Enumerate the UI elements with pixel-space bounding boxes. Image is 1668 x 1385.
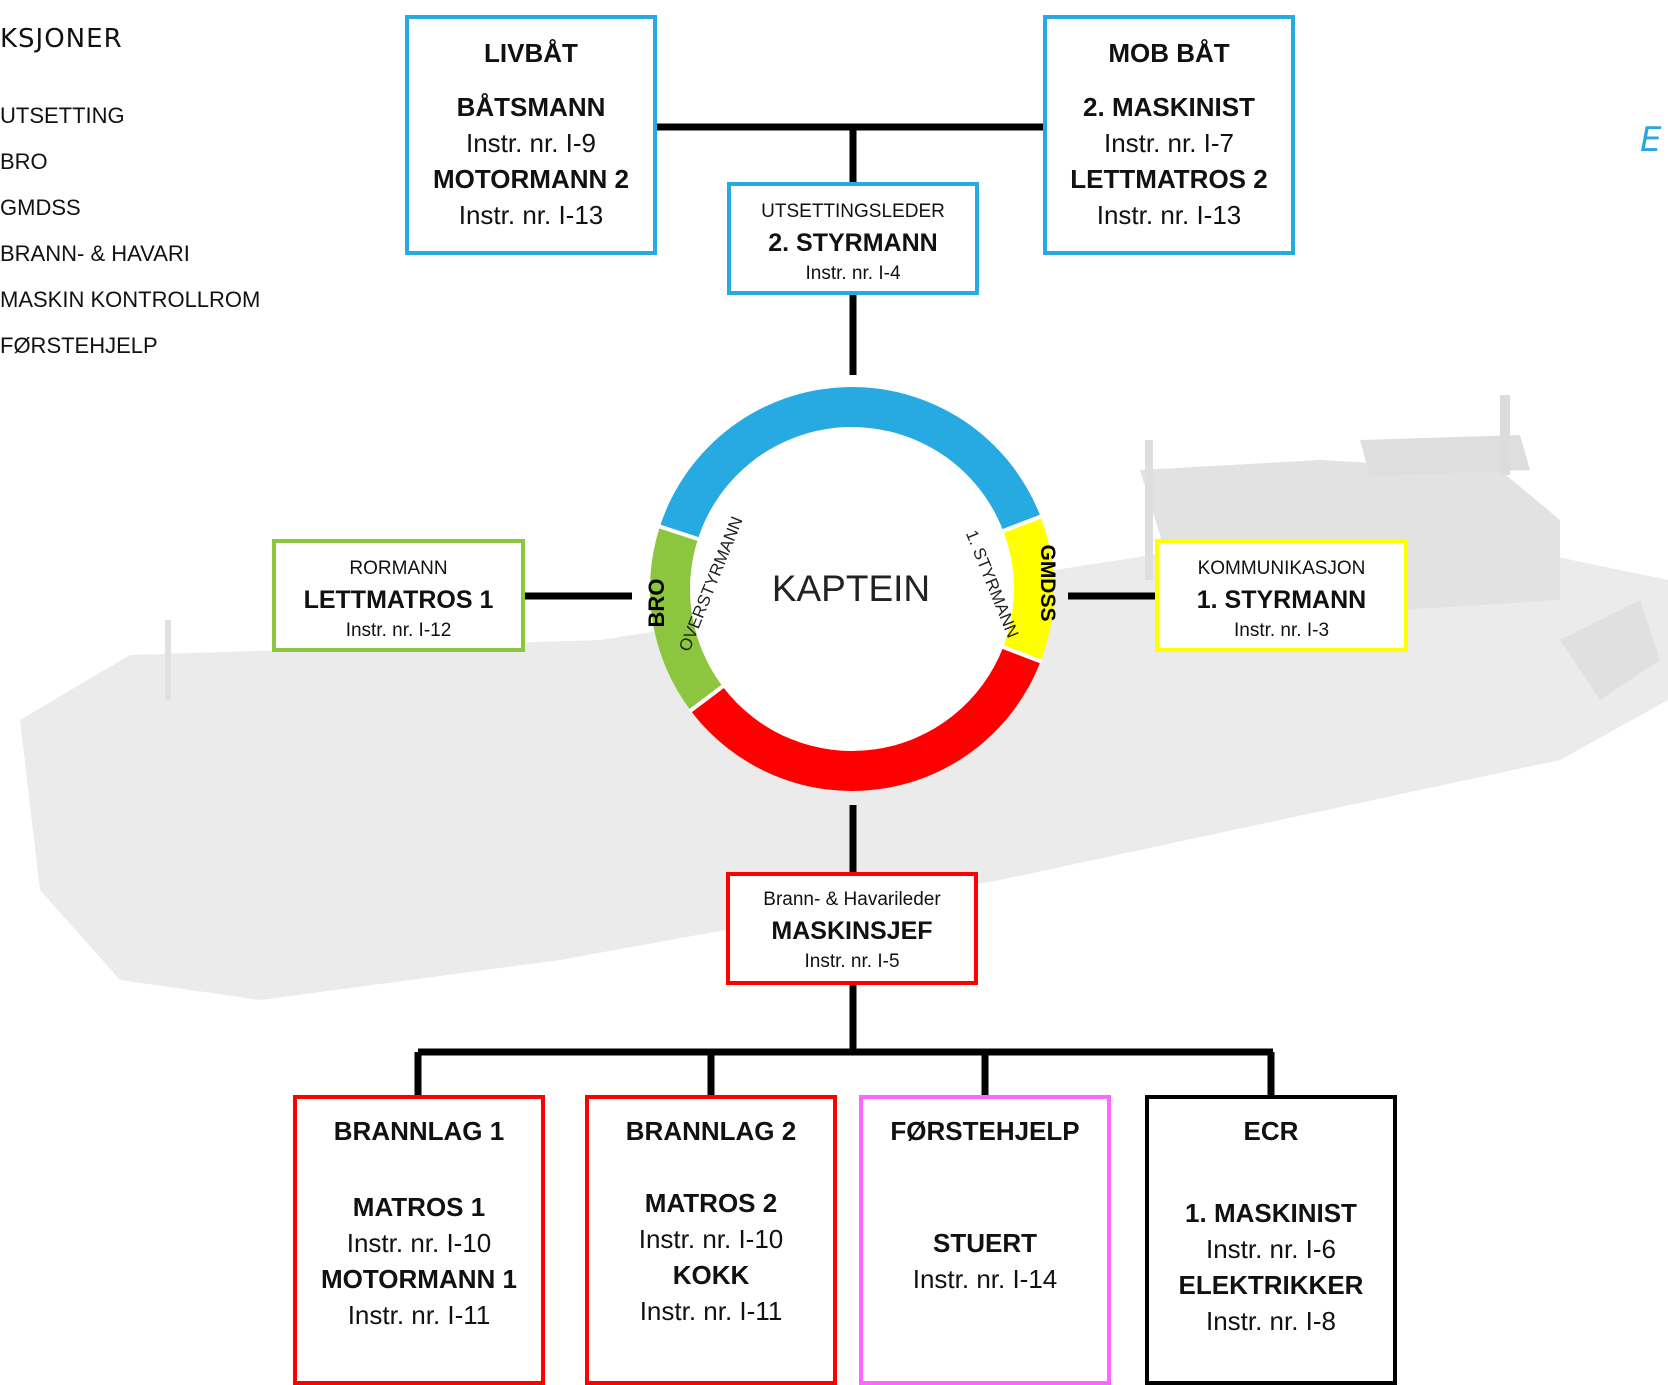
livbat-role-2: MOTORMANN 2	[433, 164, 629, 194]
mobbat-instr-1: Instr. nr. I-7	[1103, 128, 1235, 158]
utsetting-caption: UTSETTINGSLEDER	[761, 201, 945, 222]
connector-lines	[414, 123, 1275, 1097]
box-brannlag-2: BRANNLAG 2 MATROS 2 Instr. nr. I-10 KOKK…	[585, 1095, 837, 1385]
sidebar-list: UTSETTING BRO GMDSS BRANN- & HAVARI MASK…	[0, 100, 260, 376]
ring-segment-brann	[690, 647, 1041, 792]
livbat-instr-1: Instr. nr. I-9	[465, 128, 597, 158]
maskinsjef-caption: Brann- & Havarileder	[763, 889, 941, 910]
sidebar-item-brann-havari: BRANN- & HAVARI	[0, 241, 190, 266]
brannlag2-role-2: KOKK	[672, 1260, 750, 1290]
sidebar-item-forstehjelp: FØRSTEHJELP	[0, 333, 158, 358]
ring-dividers	[658, 514, 1043, 713]
brannlag2-title: BRANNLAG 2	[625, 1116, 797, 1146]
ecr-role-2: ELEKTRIKKER	[1178, 1270, 1364, 1300]
mobbat-role-2: LETTMATROS 2	[1070, 164, 1268, 194]
brannlag2-instr-2: Instr. nr. I-11	[639, 1296, 783, 1326]
brannlag1-title: BRANNLAG 1	[333, 1116, 505, 1146]
ring-center-label: KAPTEIN	[772, 568, 930, 609]
ring-segment-evakuering	[659, 387, 1041, 539]
ring-divider	[688, 684, 725, 713]
ecr-role-1: 1. MASKINIST	[1185, 1198, 1357, 1228]
box-brannlag-1: BRANNLAG 1 MATROS 1 Instr. nr. I-10 MOTO…	[293, 1095, 545, 1385]
ecr-title: ECR	[1243, 1116, 1299, 1146]
box-ecr: ECR 1. MASKINIST Instr. nr. I-6 ELEKTRIK…	[1145, 1095, 1397, 1385]
utsetting-role: 2. STYRMANN	[768, 229, 938, 257]
ring-divider	[1001, 514, 1043, 534]
ring-group: EVAKUERING BRANN & HAVARI BRO GMDSS KAPT…	[644, 387, 1059, 792]
kommunikasjon-instr: Instr. nr. I-3	[1233, 620, 1330, 641]
sidebar-title: KSJONER	[0, 24, 123, 54]
brannlag1-role-2: MOTORMANN 1	[321, 1264, 517, 1294]
ring-divider	[658, 524, 700, 542]
rormann-instr: Instr. nr. I-12	[345, 620, 452, 641]
maskinsjef-instr: Instr. nr. I-5	[804, 951, 900, 972]
box-rormann: RORMANN LETTMATROS 1 Instr. nr. I-12	[272, 539, 525, 652]
brannlag1-role-1: MATROS 1	[352, 1192, 486, 1222]
kommunikasjon-role: 1. STYRMANN	[1196, 586, 1367, 614]
brannlag1-instr-2: Instr. nr. I-11	[347, 1300, 491, 1330]
sidebar-item-utsetting: UTSETTING	[0, 103, 125, 128]
maskinsjef-role: MASKINSJEF	[771, 917, 933, 945]
ring-divider	[1001, 644, 1043, 664]
ring-segment-bro	[649, 526, 723, 711]
kommunikasjon-caption: KOMMUNIKASJON	[1197, 558, 1366, 579]
brannlag2-role-1: MATROS 2	[644, 1188, 778, 1218]
livbat-role-1: BÅTSMANN	[456, 92, 606, 122]
forstehjelp-role-1: STUERT	[933, 1228, 1037, 1258]
utsetting-instr: Instr. nr. I-4	[805, 263, 901, 284]
mobbat-title: MOB BÅT	[1108, 38, 1230, 68]
livbat-title: LIVBÅT	[484, 38, 578, 68]
brannlag2-instr-1: Instr. nr. I-10	[638, 1224, 784, 1254]
box-kommunikasjon: KOMMUNIKASJON 1. STYRMANN Instr. nr. I-3	[1155, 539, 1408, 652]
box-livbat: LIVBÅT BÅTSMANN Instr. nr. I-9 MOTORMANN…	[405, 15, 657, 255]
box-forstehjelp: FØRSTEHJELP STUERT Instr. nr. I-14	[859, 1095, 1111, 1385]
livbat-instr-2: Instr. nr. I-13	[458, 200, 604, 230]
ring-label-gmdss: GMDSS	[1036, 544, 1059, 621]
box-utsettingsleder: UTSETTINGSLEDER 2. STYRMANN Instr. nr. I…	[727, 182, 979, 295]
sidebar-item-gmdss: GMDSS	[0, 195, 81, 220]
rormann-caption: RORMANN	[349, 558, 448, 579]
box-mob-bat: MOB BÅT 2. MASKINIST Instr. nr. I-7 LETT…	[1043, 15, 1295, 255]
ecr-instr-2: Instr. nr. I-8	[1205, 1306, 1337, 1336]
sidebar-item-maskin-kontrollrom: MASKIN KONTROLLROM	[0, 287, 261, 312]
box-maskinsjef: Brann- & Havarileder MASKINSJEF Instr. n…	[726, 872, 978, 985]
mobbat-role-1: 2. MASKINIST	[1083, 92, 1255, 122]
ring-label-bro: BRO	[644, 579, 669, 628]
brannlag1-instr-1: Instr. nr. I-10	[346, 1228, 492, 1258]
forstehjelp-title: FØRSTEHJELP	[890, 1116, 1080, 1146]
edge-text: E	[1640, 120, 1662, 160]
ecr-instr-1: Instr. nr. I-6	[1205, 1234, 1337, 1264]
mobbat-instr-2: Instr. nr. I-13	[1096, 200, 1242, 230]
sidebar-item-bro: BRO	[0, 149, 48, 174]
ring-segment-gmdss	[1003, 516, 1054, 662]
rormann-role: LETTMATROS 1	[303, 586, 494, 614]
forstehjelp-instr-1: Instr. nr. I-14	[912, 1264, 1058, 1294]
